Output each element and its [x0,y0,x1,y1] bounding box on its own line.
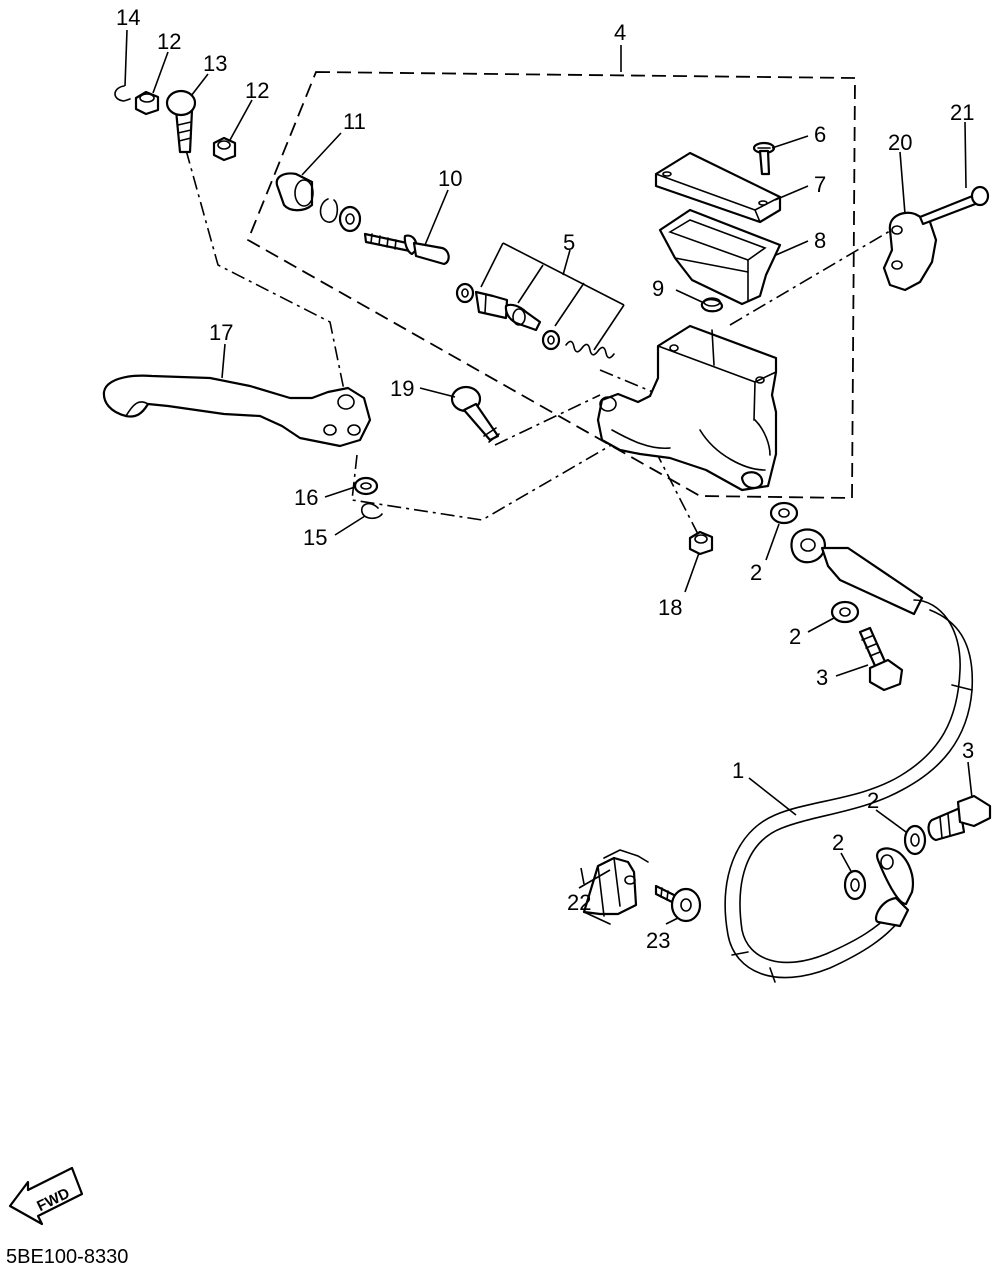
callout-2-c: 2 [867,788,879,813]
master-cylinder-body [596,324,778,492]
callout-17: 17 [209,320,233,345]
callout-3-a: 3 [816,665,828,690]
callout-11: 11 [343,109,366,134]
copper-washer-2 [830,600,860,624]
holder-part [882,211,938,292]
piston-kit-part [455,282,615,359]
union-bolt-lower [927,794,992,842]
callout-7: 7 [814,172,826,197]
push-rod-part [363,232,450,266]
callout-5: 5 [563,230,575,255]
callout-labels: 14 12 13 12 11 10 4 5 6 7 8 9 20 21 17 1… [116,5,974,953]
callout-12-left: 12 [157,29,181,54]
assembly-paths [185,149,896,539]
copper-washer-4 [843,869,867,901]
leader-lines [124,29,973,925]
callout-2-a: 2 [750,560,762,585]
washer-part [338,205,362,233]
callout-13: 13 [203,51,227,76]
clutch-lever-part [102,374,372,448]
callout-21: 21 [950,100,974,125]
lever-pin-part [450,385,500,443]
nut-part-left [134,90,160,116]
dust-boot-part [275,172,314,212]
callout-14: 14 [116,5,140,30]
diaphragm-part [658,208,782,306]
fwd-arrow-icon: FWD [8,1166,84,1226]
union-bolt-upper [858,626,904,692]
callout-12-right: 12 [245,78,269,103]
callout-2-d: 2 [832,830,844,855]
hose-clamp-part [582,849,649,925]
callout-6: 6 [814,122,826,147]
callout-22: 22 [567,890,591,915]
piston-kit-bracket [480,242,625,351]
callout-16: 16 [294,485,318,510]
callout-23: 23 [646,928,670,953]
callout-9: 9 [652,276,664,301]
callout-10: 10 [438,166,462,191]
holder-bolt-part [918,185,990,226]
screw-part [752,141,776,176]
float-part [700,297,724,313]
reservoir-cap-part [654,151,782,224]
callout-3-b: 3 [962,738,974,763]
lever-nut-part [688,530,714,556]
callout-20: 20 [888,130,912,155]
callout-1: 1 [732,758,744,783]
nut-part-right [212,136,237,162]
lever-circlip-part [360,502,383,520]
callout-15: 15 [303,525,327,550]
clamp-bolt-part [654,884,702,923]
pivot-bolt-part [165,89,197,154]
copper-washer-1 [769,501,799,525]
callout-2-b: 2 [789,624,801,649]
clutch-hose-part [724,528,974,983]
callout-18: 18 [658,595,682,620]
callout-19: 19 [390,376,414,401]
callout-4: 4 [614,20,626,45]
circlip-part [319,198,339,223]
assembly-boundary [246,71,856,499]
diagram-code: 5BE100-8330 [6,1246,128,1268]
lever-washer-part [353,476,379,496]
copper-washer-3 [903,824,927,856]
callout-8: 8 [814,228,826,253]
clip-part [114,85,131,102]
